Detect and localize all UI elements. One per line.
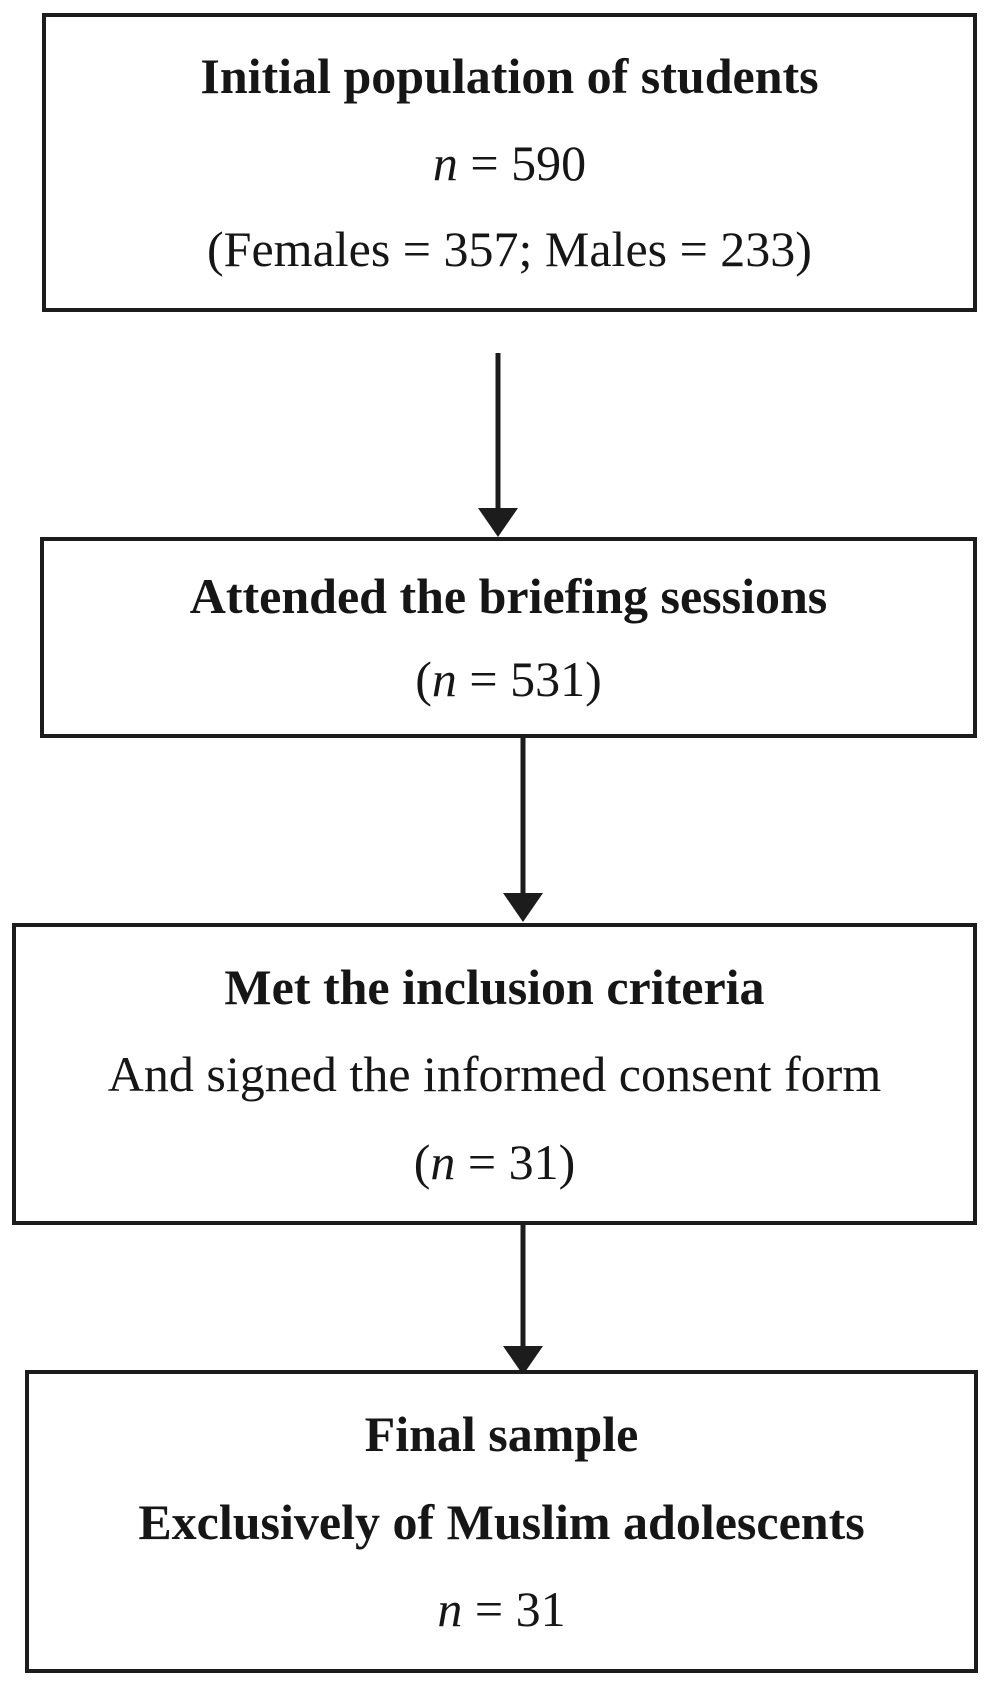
down-arrow-icon: [503, 1225, 543, 1375]
box-title: Initial population of students: [200, 47, 819, 104]
n-symbol: n: [431, 651, 457, 707]
sample-size-line: n = 31: [437, 1581, 565, 1637]
sample-size-line: (n = 31): [414, 1134, 576, 1190]
down-arrow-icon: [478, 353, 518, 537]
flow-box-met-inclusion-criteria: Met the inclusion criteria And signed th…: [12, 923, 977, 1225]
flow-box-attended-briefing: Attended the briefing sessions (n = 531): [40, 537, 977, 738]
flow-box-final-sample: Final sample Exclusively of Muslim adole…: [25, 1370, 978, 1673]
arrow-head: [478, 508, 518, 537]
arrow-stem: [495, 353, 501, 511]
box-subtitle: And signed the informed consent form: [107, 1046, 882, 1102]
arrow-stem: [520, 738, 526, 896]
sample-size-line: n = 590: [433, 135, 586, 191]
n-symbol: n: [432, 134, 458, 191]
n-symbol: n: [437, 1581, 463, 1638]
box-subtitle: Exclusively of Muslim adolescents: [138, 1493, 865, 1550]
gender-breakdown-line: (Females = 357; Males = 233): [207, 221, 812, 278]
sample-size-line: (n = 531): [415, 651, 602, 707]
box-title: Attended the briefing sessions: [189, 568, 828, 624]
box-title: Final sample: [364, 1405, 639, 1462]
flow-box-initial-population: Initial population of students n = 590 (…: [42, 13, 977, 312]
sample-size-value: = 590: [457, 134, 587, 191]
sample-size-value: = 31: [462, 1581, 566, 1638]
down-arrow-icon: [503, 738, 543, 922]
paren-open: (: [415, 651, 432, 707]
n-symbol: n: [430, 1133, 456, 1190]
paren-open: (: [413, 1133, 431, 1190]
sample-size-value: = 31): [455, 1133, 576, 1190]
arrow-head: [503, 893, 543, 922]
box-title: Met the inclusion criteria: [224, 958, 765, 1015]
arrow-stem: [520, 1225, 526, 1349]
sample-size-value: = 531): [456, 651, 602, 707]
